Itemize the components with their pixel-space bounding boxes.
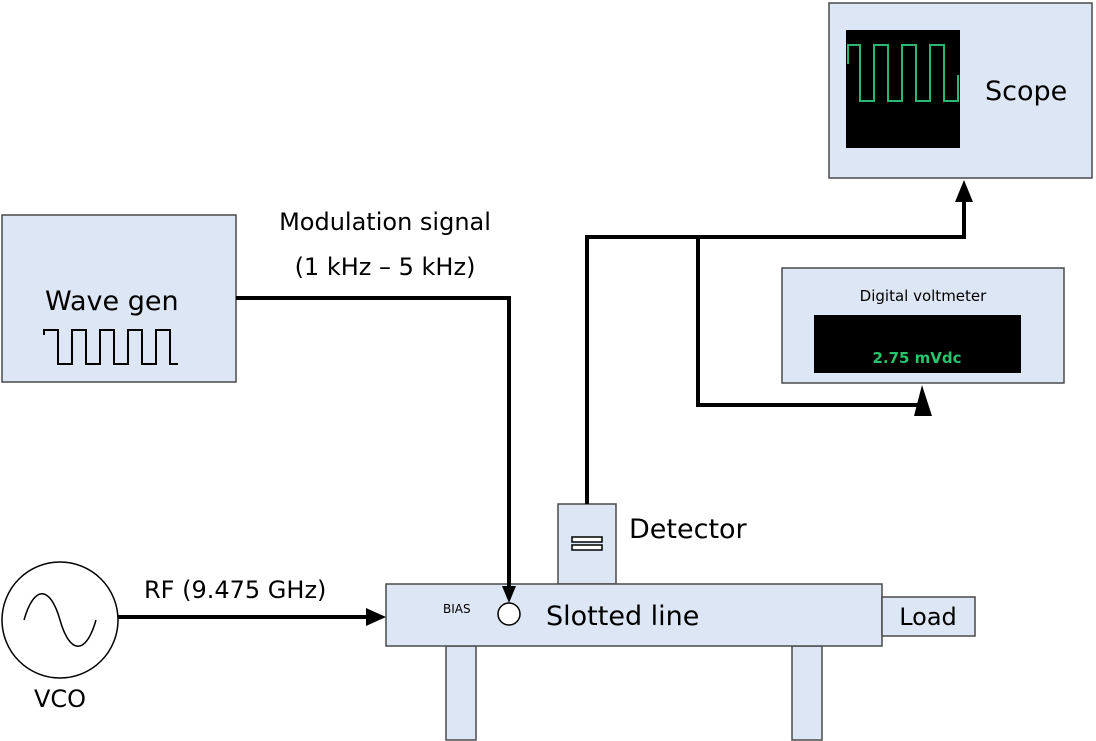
- load-box: [881, 596, 976, 637]
- slotted-line-leg-right: [791, 645, 823, 741]
- vco: VCO: [1, 561, 119, 713]
- voltmeter-arrowhead: [914, 385, 932, 416]
- vco-label: VCO: [34, 685, 86, 713]
- modulation-arrowhead: [502, 586, 516, 603]
- detector-box: [557, 503, 617, 585]
- slotted-line-label: Slotted line: [546, 601, 699, 632]
- slotted-line-leg-left: [445, 645, 477, 741]
- wave-generator: Wave gen: [1, 214, 237, 383]
- scope: Scope: [828, 2, 1093, 179]
- detector-label: Detector: [629, 514, 748, 545]
- rf-frequency-label: RF (9.475 GHz): [144, 576, 326, 604]
- modulation-wire: [236, 296, 511, 588]
- wave-gen-box: [1, 214, 237, 383]
- voltmeter-title: Digital voltmeter: [860, 287, 987, 305]
- square-wave-icon: [43, 329, 178, 365]
- load-label: Load: [899, 603, 957, 631]
- bias-port-icon: [497, 602, 521, 626]
- scope-arrowhead: [955, 180, 973, 202]
- digital-voltmeter: Digital voltmeter 2.75 mVdc: [781, 267, 1065, 384]
- rf-arrowhead: [366, 608, 386, 626]
- sine-wave-icon: [23, 593, 97, 647]
- slotted-line: BIAS Slotted line: [385, 583, 883, 741]
- voltmeter-display: [814, 315, 1021, 373]
- detector-diode-icon: [571, 536, 603, 543]
- load: Load: [881, 596, 976, 637]
- detector-to-scope-wire: [585, 200, 966, 504]
- voltmeter-branch-wire: [696, 237, 920, 407]
- voltmeter-reading: 2.75 mVdc: [872, 349, 961, 367]
- detector-diode-icon-lower: [571, 544, 603, 551]
- wave-gen-label: Wave gen: [45, 286, 179, 317]
- detector: Detector: [557, 503, 748, 585]
- scope-trace: [847, 44, 959, 102]
- bias-label: BIAS: [443, 602, 471, 616]
- scope-label: Scope: [985, 76, 1067, 107]
- modulation-signal-label: Modulation signal: [279, 208, 491, 236]
- modulation-range-label: (1 kHz – 5 kHz): [295, 253, 476, 281]
